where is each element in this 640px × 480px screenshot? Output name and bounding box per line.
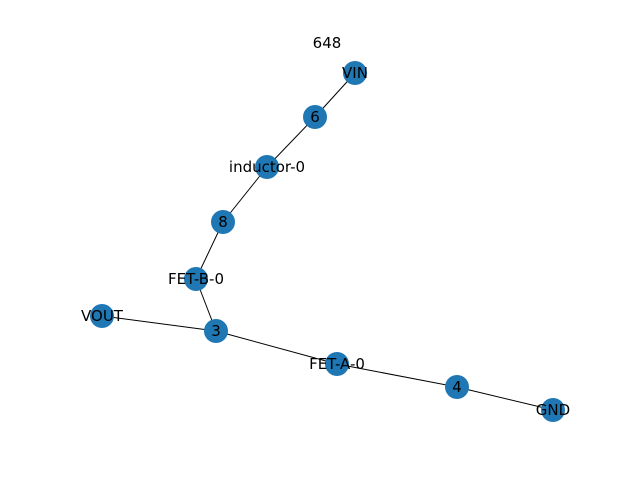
node-label: 8 (218, 213, 228, 231)
node-3: 3 (204, 319, 228, 343)
node-gnd: GND (536, 398, 570, 422)
graph-title: 648 (313, 34, 342, 52)
node-inductor-0: inductor-0 (229, 155, 305, 179)
node-fet-a-0: FET-A-0 (309, 352, 365, 376)
node-circle (343, 61, 367, 85)
node-circle (204, 319, 228, 343)
node-label: 4 (452, 378, 462, 396)
node-circle (255, 155, 279, 179)
node-label: FET-A-0 (309, 355, 365, 373)
edge-3-fet-a-0 (215, 330, 338, 365)
node-label: 3 (211, 322, 221, 340)
edge-4-gnd (456, 386, 554, 411)
node-circle (90, 304, 114, 328)
node-circle (184, 267, 208, 291)
node-circle (211, 210, 235, 234)
node-label: 6 (310, 108, 320, 126)
node-label: inductor-0 (229, 158, 305, 176)
node-vout: VOUT (81, 304, 124, 328)
node-vin: VIN (342, 61, 368, 85)
node-label: FET-B-0 (168, 270, 224, 288)
node-8: 8 (211, 210, 235, 234)
node-circle (541, 398, 565, 422)
node-4: 4 (445, 375, 469, 399)
node-circle (325, 352, 349, 376)
node-circle (303, 105, 327, 129)
edge-fet-a-0-4 (336, 363, 458, 388)
node-label: VOUT (81, 307, 124, 325)
node-label: GND (536, 401, 570, 419)
node-circle (445, 375, 469, 399)
edge-vout-3 (101, 315, 217, 332)
node-6: 6 (303, 105, 327, 129)
node-label: VIN (342, 64, 368, 82)
node-fet-b-0: FET-B-0 (168, 267, 224, 291)
